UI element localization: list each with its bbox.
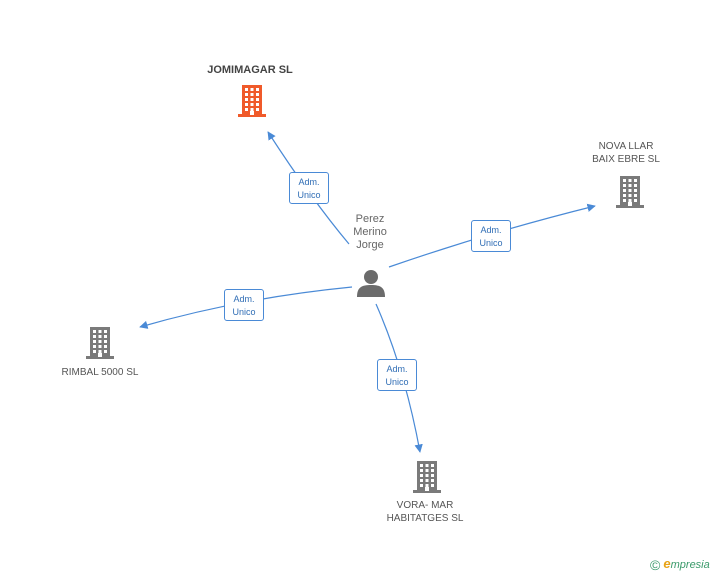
company-label-nova-llar[interactable]: NOVA LLAR BAIX EBRE SL xyxy=(592,141,660,165)
building-icon[interactable] xyxy=(411,460,443,494)
brand-name: mpresia xyxy=(670,559,710,571)
edge-label-vora-mar[interactable]: Adm. Unico xyxy=(377,359,417,391)
brand-logo: © empresia xyxy=(650,556,728,574)
copyright-symbol: © xyxy=(650,557,661,574)
building-icon[interactable] xyxy=(236,84,268,118)
person-name-label[interactable]: Perez Merino Jorge xyxy=(353,213,387,251)
building-icon[interactable] xyxy=(614,175,646,209)
edge-label-jomimagar[interactable]: Adm. Unico xyxy=(289,172,329,204)
company-label-jomimagar[interactable]: JOMIMAGAR SL xyxy=(207,64,293,76)
person-icon[interactable] xyxy=(356,268,386,298)
edge-label-rimbal[interactable]: Adm. Unico xyxy=(224,289,264,321)
edge-label-nova-llar[interactable]: Adm. Unico xyxy=(471,220,511,252)
brand-initial: e xyxy=(663,556,671,571)
company-label-rimbal[interactable]: RIMBAL 5000 SL xyxy=(61,367,139,378)
building-icon[interactable] xyxy=(84,326,116,360)
company-label-vora-mar[interactable]: VORA- MAR HABITATGES SL xyxy=(386,500,464,524)
